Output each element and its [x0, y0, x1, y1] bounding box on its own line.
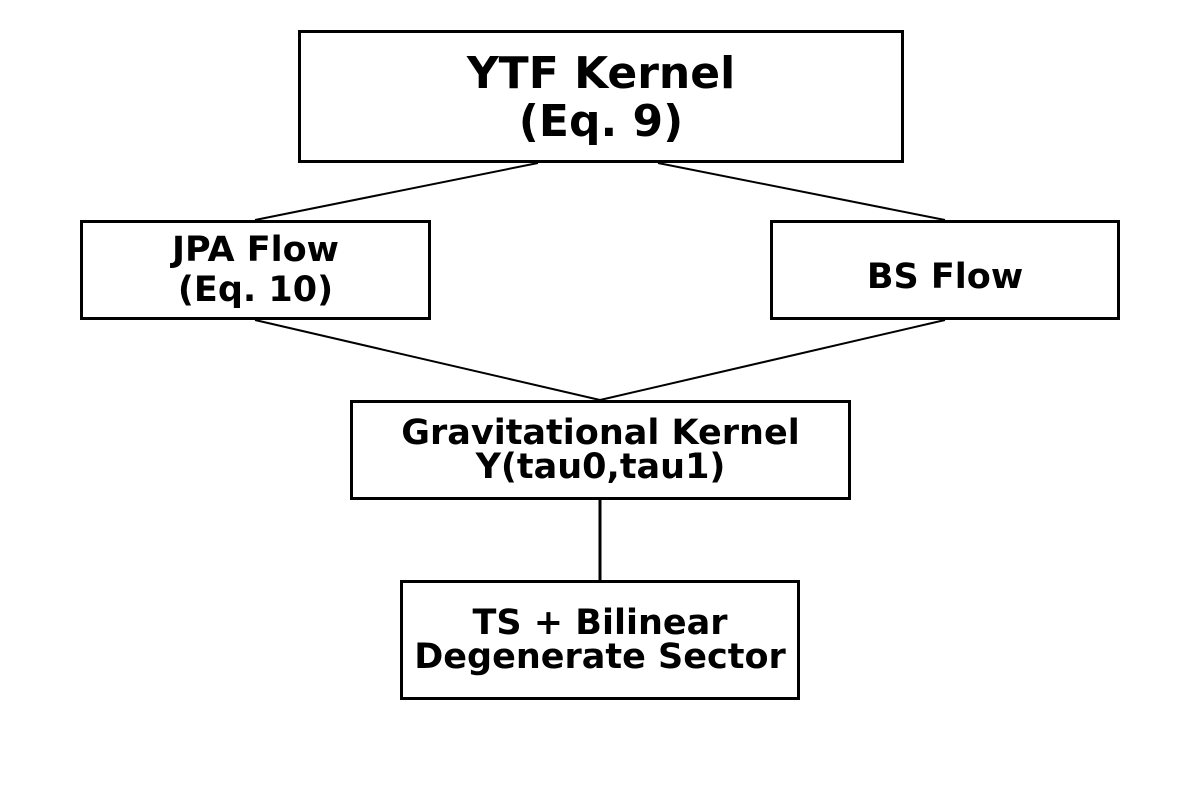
- gravitational-kernel-node: Gravitational Kernel Y(tau0,tau1): [350, 400, 851, 500]
- edge-ytf-to-jpa: [254, 162, 539, 221]
- ts-bilinear-node: TS + Bilinear Degenerate Sector: [400, 580, 800, 700]
- gravitational-kernel-title: Gravitational Kernel: [401, 413, 800, 453]
- edge-ytf-to-bs: [657, 162, 946, 221]
- bs-flow-node: BS Flow: [770, 220, 1120, 320]
- bs-flow-title: BS Flow: [866, 257, 1024, 297]
- ytf-kernel-equation: (Eq. 9): [518, 95, 684, 147]
- jpa-flow-node: JPA Flow (Eq. 10): [80, 220, 431, 320]
- jpa-flow-title: JPA Flow: [171, 230, 340, 270]
- jpa-flow-equation: (Eq. 10): [177, 270, 334, 310]
- ytf-kernel-title: YTF Kernel: [466, 47, 736, 99]
- ytf-kernel-node: YTF Kernel (Eq. 9): [298, 30, 904, 163]
- edge-bs-to-grav: [599, 319, 946, 401]
- degenerate-sector-label: Degenerate Sector: [414, 637, 786, 677]
- gravitational-kernel-formula: Y(tau0,tau1): [475, 447, 726, 487]
- edge-jpa-to-grav: [254, 319, 601, 401]
- ts-bilinear-title: TS + Bilinear: [472, 603, 728, 643]
